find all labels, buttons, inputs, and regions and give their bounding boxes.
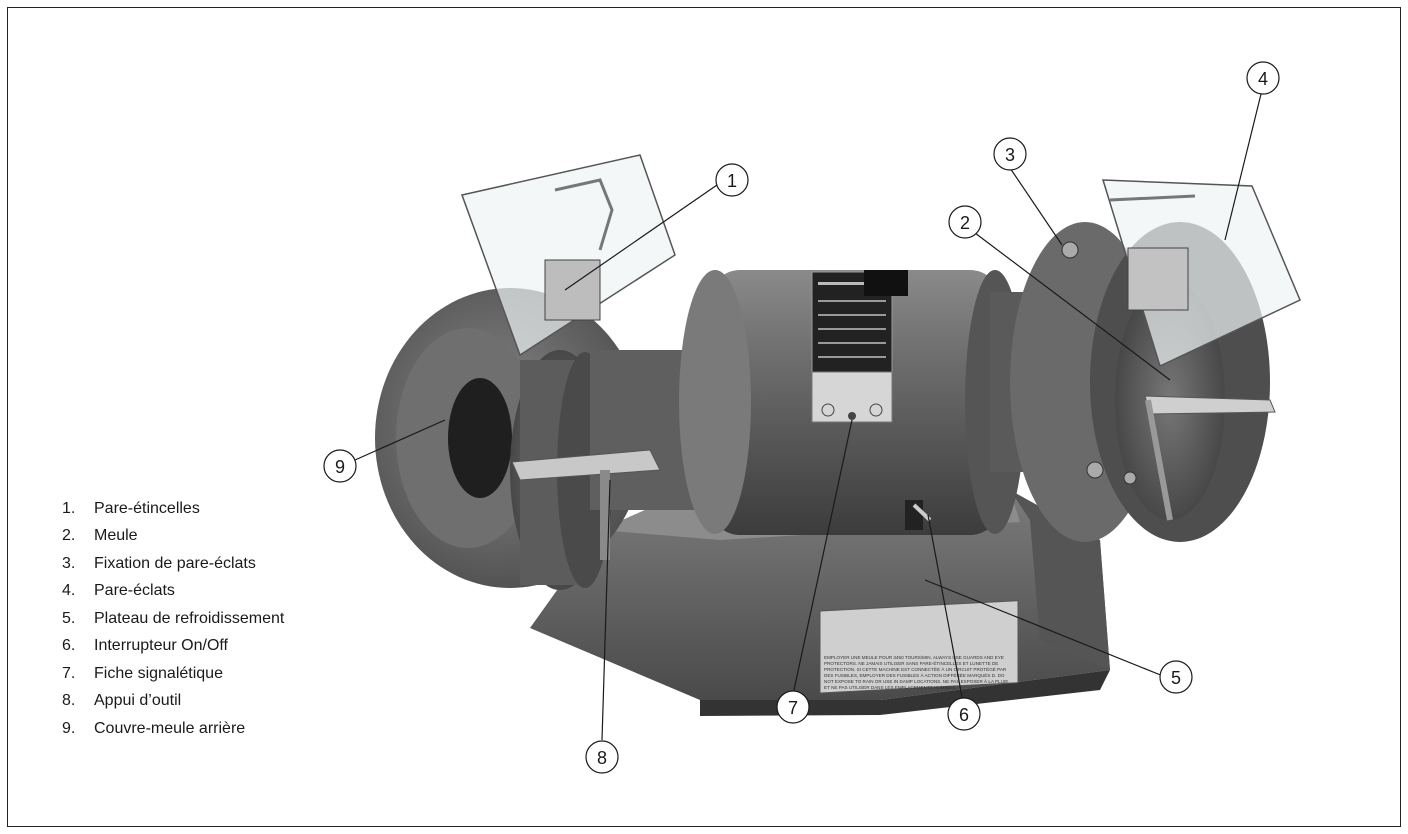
- legend-item: 4. Pare-éclats: [62, 578, 284, 606]
- legend-item-label: Couvre-meule arrière: [94, 719, 246, 737]
- brand-badge: [864, 270, 908, 296]
- callout-leaders: [354, 89, 1263, 741]
- legend-item-number: 3.: [62, 554, 76, 572]
- figure-frame: [7, 7, 1401, 827]
- callout-4: 4: [1246, 61, 1280, 95]
- legend-item-label: Plateau de refroidissement: [94, 609, 285, 627]
- callout-label-9: 9: [335, 457, 345, 477]
- callout-2: 2: [948, 205, 982, 239]
- legend-item-label: Meule: [94, 527, 138, 545]
- callout-label-2: 2: [960, 213, 970, 233]
- legend-item-label: Pare-éclats: [94, 582, 175, 600]
- legend-item: 1. Pare-étincelles: [62, 495, 284, 523]
- legend-item-number: 5.: [62, 609, 76, 627]
- legend-item-number: 7.: [62, 664, 76, 682]
- legend-item: 9. Couvre-meule arrière: [62, 715, 284, 743]
- legend-item: 5. Plateau de refroidissement: [62, 605, 284, 633]
- callout-5: 5: [1159, 660, 1193, 694]
- callout-label-6: 6: [959, 705, 969, 725]
- callout-8: 8: [585, 740, 619, 774]
- legend-item-label: Pare-étincelles: [94, 499, 200, 517]
- tool-rest-left: [511, 449, 661, 560]
- legend-item: 7. Fiche signalétique: [62, 660, 284, 688]
- warning-plate: EMPLOYER UNE MEULE POUR 3450 TOURS/MIN. …: [819, 600, 1019, 694]
- callout-3: 3: [993, 137, 1027, 171]
- callout-label-7: 7: [788, 698, 798, 718]
- legend-item: 3. Fixation de pare-éclats: [62, 550, 284, 578]
- eye-shield-right: [1101, 179, 1301, 368]
- callout-label-5: 5: [1171, 668, 1181, 688]
- callout-label-1: 1: [727, 171, 737, 191]
- legend-item: 8. Appui d’outil: [62, 688, 284, 716]
- callout-7: 7: [776, 690, 810, 724]
- parts-legend: 1. Pare-étincelles 2. Meule 3. Fixation de …: [62, 495, 284, 743]
- warning-plate-text: EMPLOYER UNE MEULE POUR 3450 TOURS/MIN. …: [824, 655, 1009, 690]
- legend-item-label: Interrupteur On/Off: [94, 637, 228, 655]
- on-off-switch: [905, 500, 932, 530]
- shield-bracket-right: [1061, 241, 1137, 485]
- legend-item-number: 1.: [62, 499, 76, 517]
- legend-item-label: Fiche signalétique: [94, 664, 223, 682]
- callout-label-4: 4: [1258, 69, 1268, 89]
- legend-item-label: Fixation de pare-éclats: [94, 554, 256, 572]
- callout-9: 9: [323, 449, 357, 483]
- eye-shield-left: [461, 154, 676, 357]
- legend-item: 2. Meule: [62, 523, 284, 551]
- legend-item-label: Appui d’outil: [94, 692, 182, 710]
- callout-1: 1: [715, 163, 749, 197]
- legend-item-number: 4.: [62, 582, 76, 600]
- callout-label-8: 8: [597, 748, 607, 768]
- legend-item-number: 2.: [62, 527, 76, 545]
- legend-item-number: 6.: [62, 637, 76, 655]
- legend-item-number: 9.: [62, 719, 76, 737]
- callout-6: 6: [947, 697, 981, 731]
- callout-label-3: 3: [1005, 145, 1015, 165]
- legend-item-number: 8.: [62, 692, 76, 710]
- tool-rest-right: [1144, 395, 1276, 521]
- legend-item: 6. Interrupteur On/Off: [62, 633, 284, 661]
